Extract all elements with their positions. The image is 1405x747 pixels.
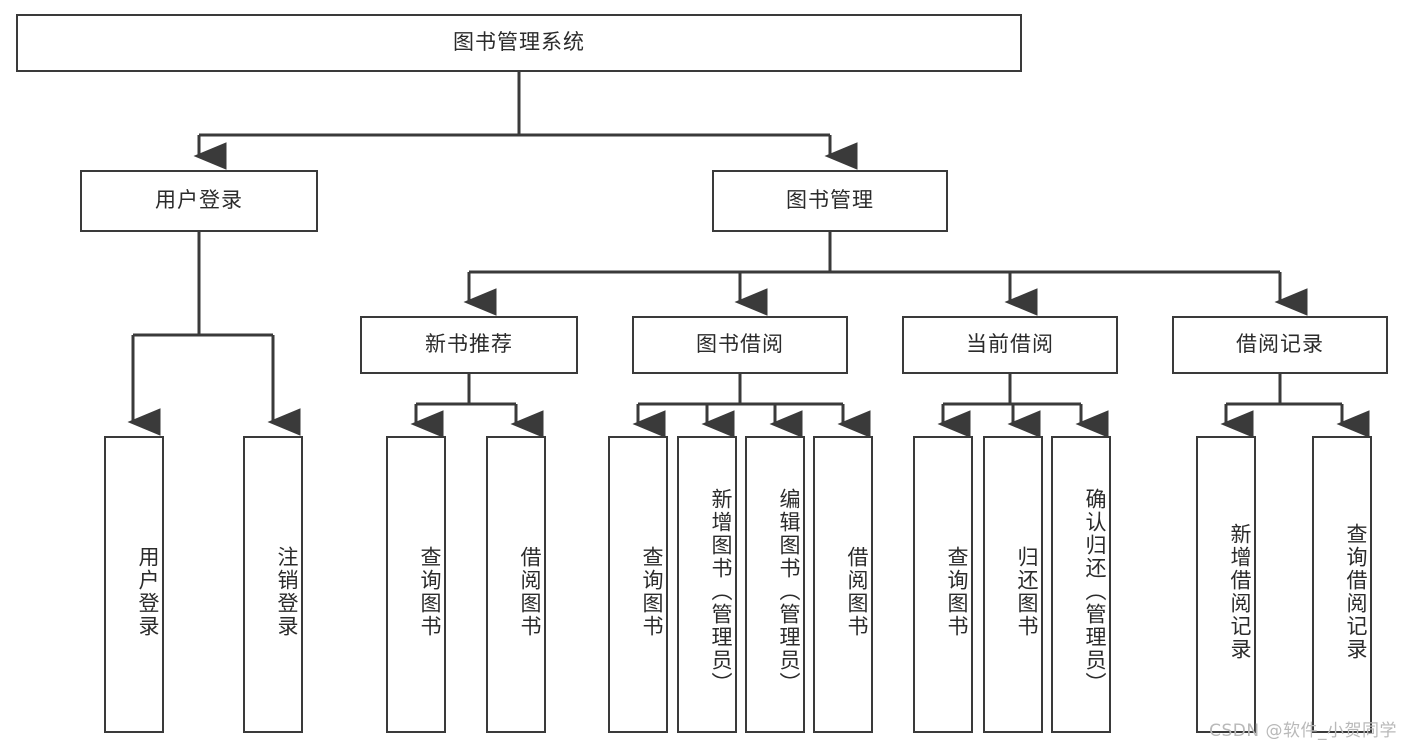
leaf-query-book-rec[interactable]: 查询图书: [386, 436, 446, 733]
node-book-manage-label: 图书管理: [786, 188, 874, 213]
node-user-login-label: 用户登录: [155, 188, 243, 213]
leaf-query-record-label: 查询借阅记录: [1344, 522, 1368, 661]
leaf-confirm-return[interactable]: 确认归还（管理员）: [1051, 436, 1111, 733]
leaf-user-login[interactable]: 用户登录: [104, 436, 164, 733]
leaf-query-record[interactable]: 查询借阅记录: [1312, 436, 1372, 733]
leaf-return-book[interactable]: 归还图书: [983, 436, 1043, 733]
leaf-edit-book-label: 编辑图书（管理员）: [777, 488, 801, 695]
node-user-login[interactable]: 用户登录: [80, 170, 318, 232]
node-current-borrow-label: 当前借阅: [966, 332, 1054, 357]
leaf-query-book-cur[interactable]: 查询图书: [913, 436, 973, 733]
node-current-borrow[interactable]: 当前借阅: [902, 316, 1118, 374]
node-borrow-record[interactable]: 借阅记录: [1172, 316, 1388, 374]
node-root[interactable]: 图书管理系统: [16, 14, 1022, 72]
csdn-watermark: CSDN @软件_小贺同学: [1209, 721, 1397, 741]
leaf-logout[interactable]: 注销登录: [243, 436, 303, 733]
leaf-edit-book[interactable]: 编辑图书（管理员）: [745, 436, 805, 733]
leaf-query-book-cur-label: 查询图书: [945, 545, 969, 638]
node-new-book-rec[interactable]: 新书推荐: [360, 316, 578, 374]
leaf-borrow-book-label: 借阅图书: [845, 545, 869, 638]
leaf-borrow-book-rec[interactable]: 借阅图书: [486, 436, 546, 733]
leaf-borrow-book[interactable]: 借阅图书: [813, 436, 873, 733]
leaf-query-book-rec-label: 查询图书: [418, 545, 442, 638]
leaf-return-book-label: 归还图书: [1015, 545, 1039, 638]
leaf-add-book-label: 新增图书（管理员）: [709, 488, 733, 695]
leaf-query-book-borrow-label: 查询图书: [640, 545, 664, 638]
node-borrow-record-label: 借阅记录: [1236, 332, 1324, 357]
leaf-add-record-label: 新增借阅记录: [1228, 522, 1252, 661]
node-root-label: 图书管理系统: [453, 30, 585, 55]
leaf-confirm-return-label: 确认归还（管理员）: [1083, 488, 1107, 695]
leaf-logout-label: 注销登录: [275, 545, 299, 638]
node-book-borrow-label: 图书借阅: [696, 332, 784, 357]
leaf-borrow-book-rec-label: 借阅图书: [518, 545, 542, 638]
leaf-user-login-label: 用户登录: [136, 545, 160, 638]
node-book-manage[interactable]: 图书管理: [712, 170, 948, 232]
leaf-query-book-borrow[interactable]: 查询图书: [608, 436, 668, 733]
leaf-add-record[interactable]: 新增借阅记录: [1196, 436, 1256, 733]
node-book-borrow[interactable]: 图书借阅: [632, 316, 848, 374]
node-new-book-rec-label: 新书推荐: [425, 332, 513, 357]
leaf-add-book[interactable]: 新增图书（管理员）: [677, 436, 737, 733]
